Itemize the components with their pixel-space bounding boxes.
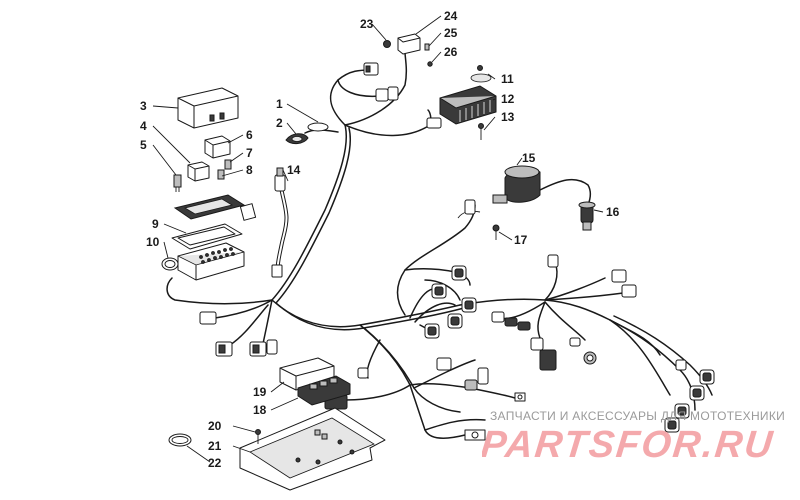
callout-23: 23 bbox=[360, 17, 374, 31]
callout-12: 12 bbox=[501, 92, 515, 106]
callout-24: 24 bbox=[444, 9, 458, 23]
coil-screw bbox=[492, 224, 500, 240]
callout-15: 15 bbox=[522, 151, 536, 165]
starter-relay bbox=[383, 33, 433, 67]
svg-text:PARTSFOR.RU: PARTSFOR.RU bbox=[482, 424, 776, 466]
fuse-box-seal bbox=[171, 223, 243, 250]
callout-6: 6 bbox=[246, 128, 253, 142]
callout-5: 5 bbox=[140, 138, 147, 152]
connector-cluster-lower-right bbox=[664, 359, 715, 433]
callout-1: 1 bbox=[276, 97, 283, 111]
leader-lines bbox=[152, 15, 604, 463]
mini-fuse bbox=[224, 159, 232, 170]
relay-small bbox=[187, 161, 210, 182]
fuse-box-base bbox=[177, 203, 257, 281]
callout-7: 7 bbox=[246, 146, 253, 160]
callout-25: 25 bbox=[444, 26, 458, 40]
callout-numbers: 1 2 3 4 5 6 7 8 9 10 11 12 13 14 15 16 1… bbox=[140, 9, 620, 470]
callout-3: 3 bbox=[140, 99, 147, 113]
callout-17: 17 bbox=[514, 233, 528, 247]
callout-11: 11 bbox=[501, 72, 514, 86]
callout-16: 16 bbox=[606, 205, 620, 219]
connector-cluster-left bbox=[199, 311, 278, 357]
callout-13: 13 bbox=[501, 110, 515, 124]
harness-grommet bbox=[285, 122, 329, 145]
callout-20: 20 bbox=[208, 419, 222, 433]
callout-18: 18 bbox=[253, 403, 267, 417]
callout-2: 2 bbox=[276, 116, 283, 130]
ignition-coil bbox=[457, 165, 541, 219]
band-clamp bbox=[168, 433, 192, 447]
callout-14: 14 bbox=[287, 163, 301, 177]
callout-4: 4 bbox=[140, 119, 147, 133]
voltage-regulator bbox=[426, 65, 497, 140]
mounting-plate bbox=[239, 407, 386, 491]
fuse-block-plate bbox=[173, 169, 246, 220]
fuse-box-cover bbox=[177, 87, 239, 129]
callout-10: 10 bbox=[146, 235, 160, 249]
cdi-module bbox=[279, 357, 351, 406]
watermark-logo: PARTSFOR.RU bbox=[482, 424, 776, 466]
callout-21: 21 bbox=[208, 439, 222, 453]
fuse-box-clamp bbox=[161, 257, 179, 271]
relay bbox=[204, 135, 231, 159]
spark-plug-cap bbox=[578, 201, 596, 231]
fuse bbox=[173, 174, 182, 192]
callout-26: 26 bbox=[444, 45, 458, 59]
connector-cluster-right bbox=[491, 254, 637, 371]
callout-9: 9 bbox=[152, 217, 159, 231]
watermark-tagline: ЗАПЧАСТИ И АКСЕССУАРЫ ДЛЯ МОТОТЕХНИКИ bbox=[490, 409, 786, 423]
speed-sensor bbox=[271, 167, 286, 278]
callout-22: 22 bbox=[208, 456, 222, 470]
connector-top-left bbox=[363, 62, 379, 76]
connector-top-mid bbox=[375, 86, 399, 102]
connector-cluster-upper bbox=[424, 199, 477, 339]
callout-8: 8 bbox=[246, 163, 253, 177]
callout-19: 19 bbox=[253, 385, 267, 399]
